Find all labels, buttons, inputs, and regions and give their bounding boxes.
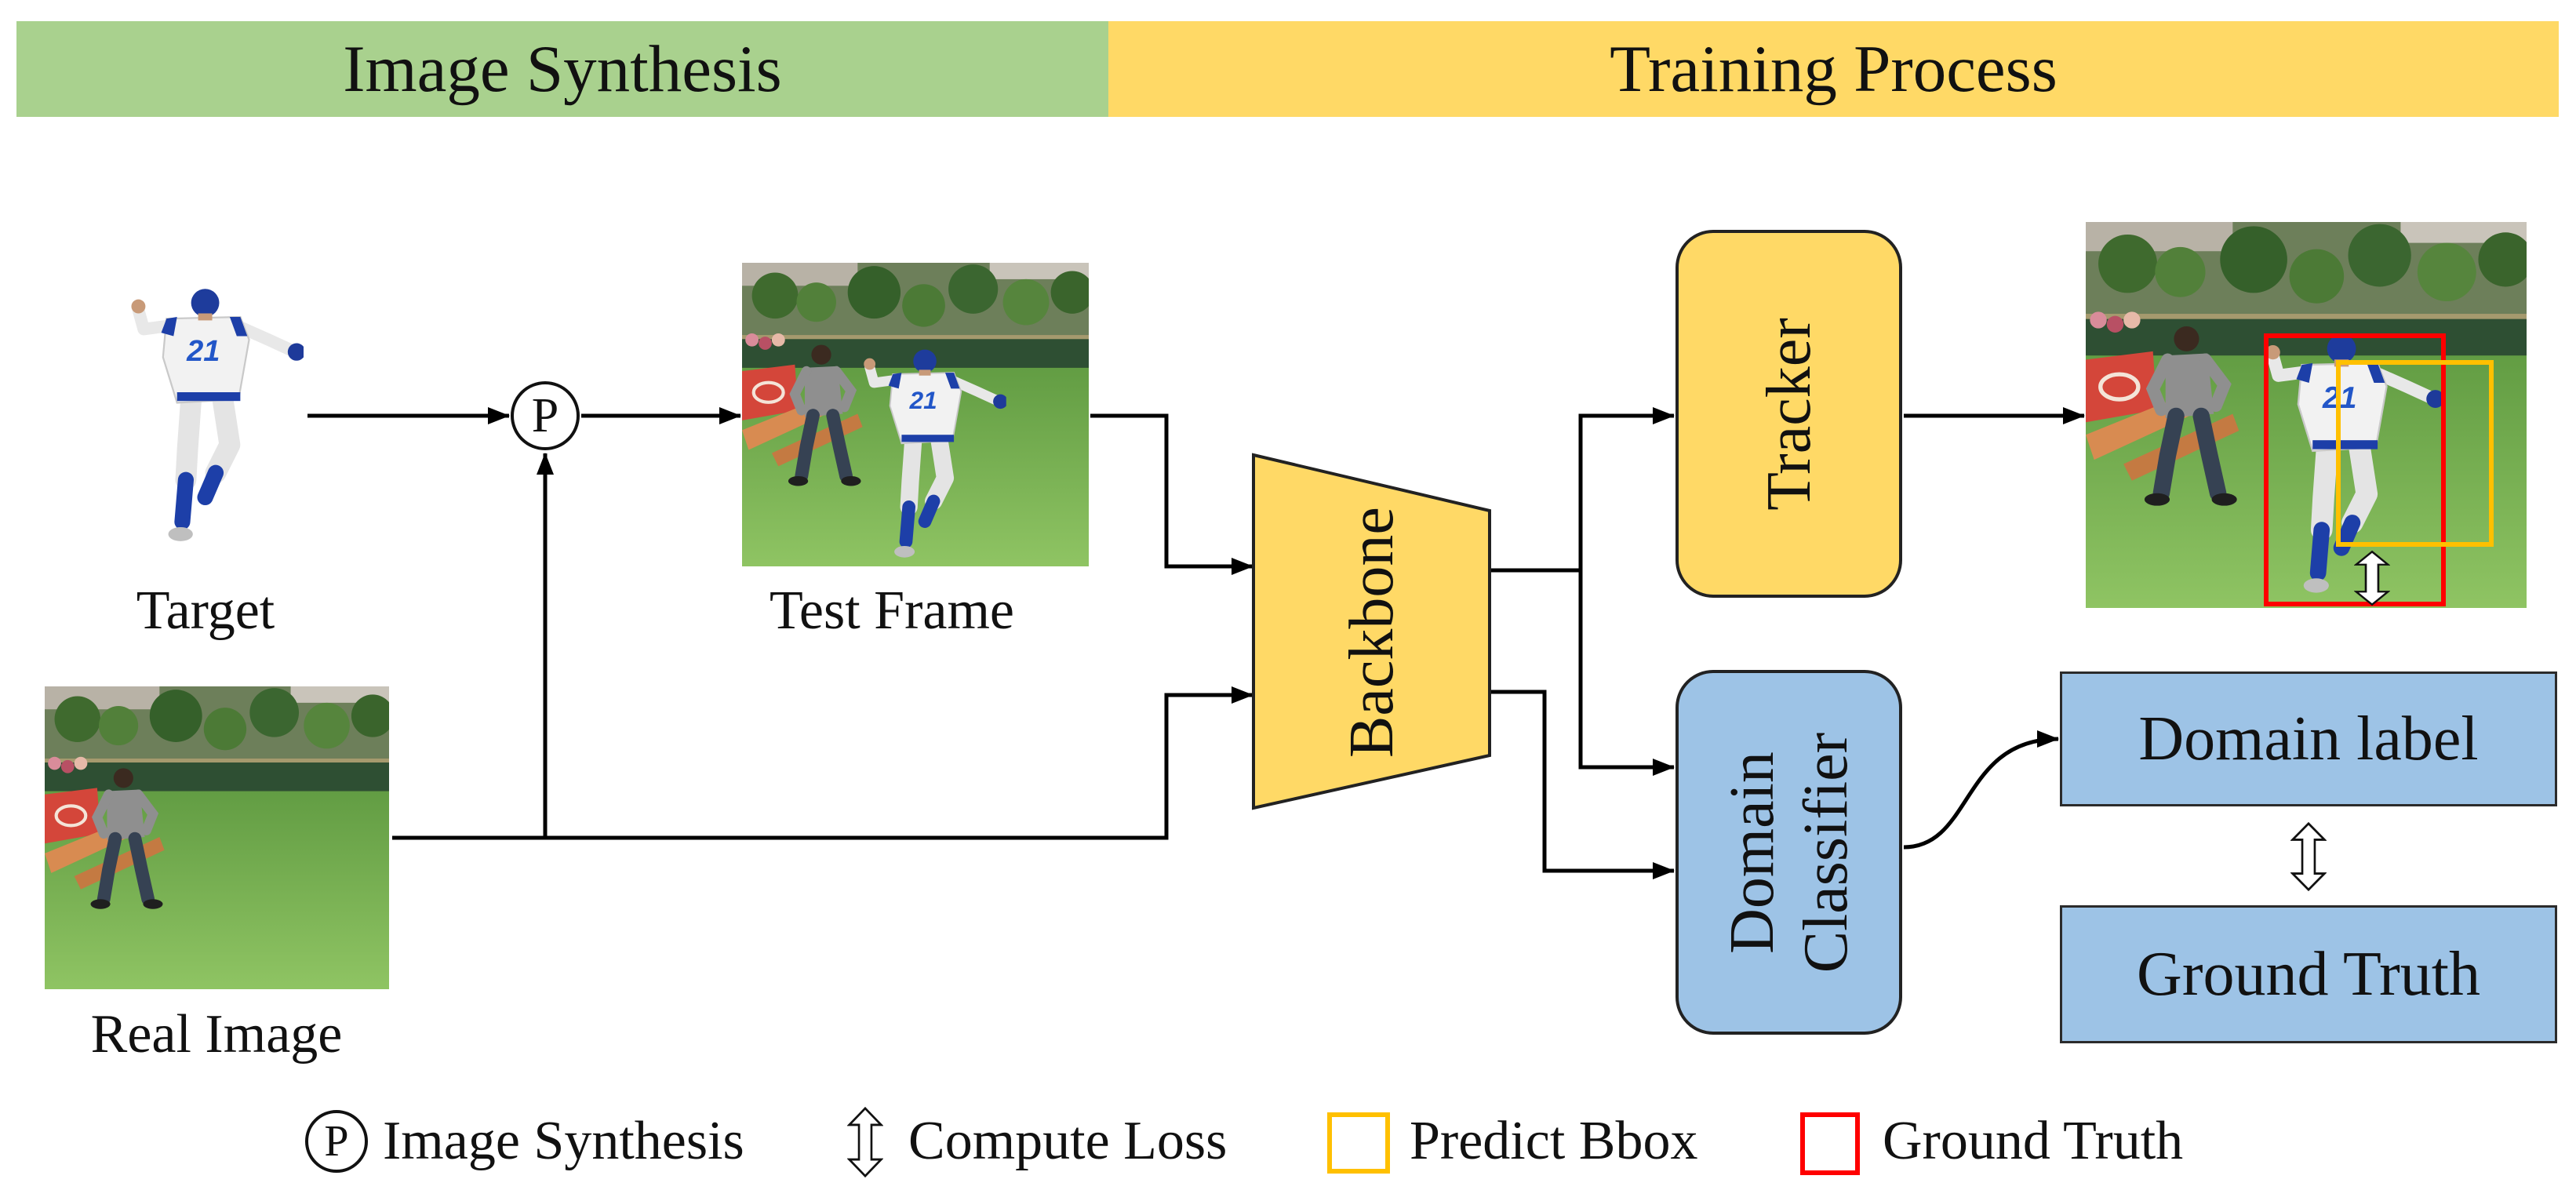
target-image: 21 [128,287,304,550]
banner-image-synthesis: Image Synthesis [16,21,1108,117]
double-arrow-icon [848,1107,882,1177]
player-figure: 21 [131,289,304,541]
arrow-backbone-to-domain-classifier-upper [1578,570,1675,776]
arrow-backbone-to-domain-classifier-lower [1490,690,1675,879]
legend-label-image-synthesis: Image Synthesis [383,1111,744,1171]
real-image-caption: Real Image [90,1004,343,1065]
target-caption: Target [136,580,275,641]
domain-label-text: Domain label [2138,704,2479,773]
predict-bbox-square-icon [1327,1112,1390,1174]
ground-truth-bbox [2264,333,2446,606]
domain-label-box: Domain label [2060,671,2557,806]
domain-classifier-line1: Domain [1717,751,1787,954]
field-scene [45,686,389,989]
test-frame-caption: Test Frame [770,580,1014,641]
domain-classifier-line2: Classifier [1791,732,1861,973]
test-frame-image: 21 [742,263,1089,566]
legend-label-predict-bbox: Predict Bbox [1410,1111,1698,1171]
banner-training-process: Training Process [1108,21,2559,117]
compute-loss-arrow-icon [2291,822,2326,891]
domain-classifier-module: Domain Classifier [1675,670,1902,1035]
backbone-shape [1252,453,1491,810]
compute-loss-arrow-icon [2355,550,2389,606]
tracker-label: Tracker [1754,317,1824,511]
predicted-bbox [2336,360,2494,547]
ground-truth-box: Ground Truth [2060,905,2557,1043]
arrow-real-image-to-backbone [392,686,1253,840]
ground-truth-square-icon [1800,1112,1860,1175]
player-figure: 21 [864,350,1007,558]
jersey-number: 21 [186,335,220,368]
arrow-backbone-to-tracker [1490,407,1675,573]
arrow-classifier-to-domain-label [1903,730,2059,850]
tracker-module: Tracker [1675,230,1902,598]
synthesis-circle-icon: P [305,1110,368,1173]
legend-label-ground-truth: Ground Truth [1883,1111,2184,1171]
legend-label-compute-loss: Compute Loss [908,1111,1228,1171]
jersey-number: 21 [909,387,937,414]
synthesis-operator-icon: P [511,381,580,450]
domain-classifier-label: Domain Classifier [1716,732,1863,973]
ground-truth-text: Ground Truth [2137,939,2480,1009]
arrow-test-frame-to-backbone [1090,413,1253,575]
real-image [45,686,389,989]
backbone-label: Backbone [1337,507,1406,758]
